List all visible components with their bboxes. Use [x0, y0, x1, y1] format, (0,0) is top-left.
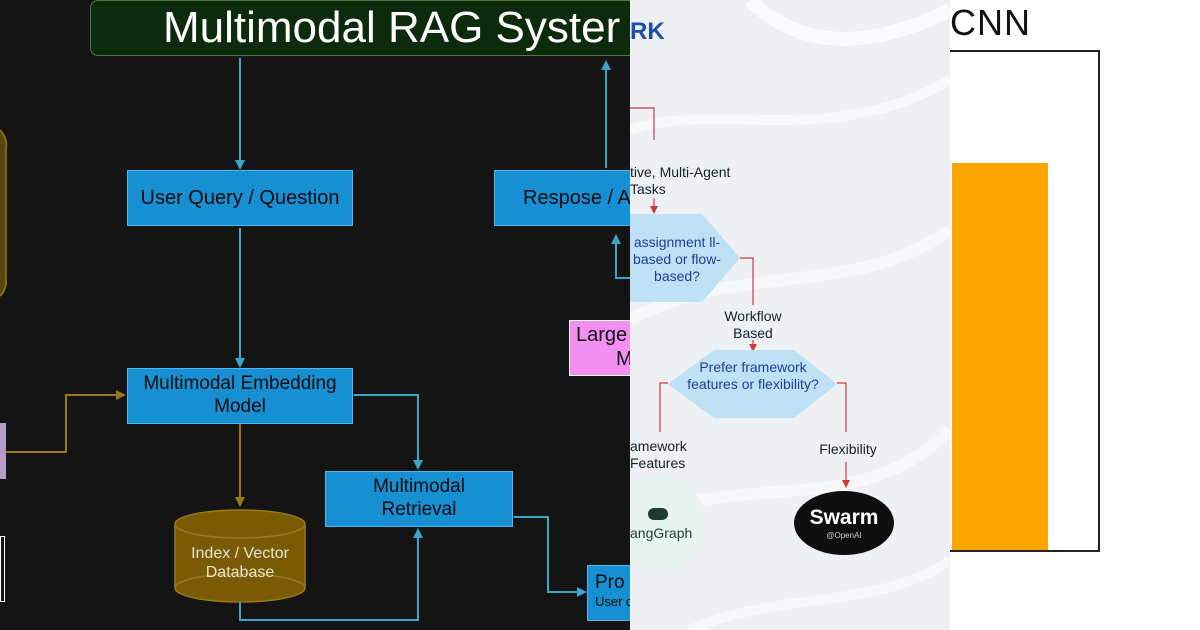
user-query-node: User Query / Question — [127, 170, 353, 226]
cnn-title: CNN — [950, 2, 1031, 43]
cnn-chart-frame — [950, 50, 1100, 552]
langgraph-logo-circle — [630, 476, 706, 572]
swarm-logo-subtext: @OpenAI — [826, 531, 862, 540]
rag-diagram-panel: Multimodal RAG Syster User Query / Quest… — [0, 0, 630, 630]
rag-title-text: Multimodal RAG Syster — [163, 2, 621, 52]
flow-arrow-prefer-to-features — [659, 382, 668, 432]
response-node: Respose / A — [494, 170, 630, 226]
flow-title-fragment: RK — [630, 18, 665, 45]
prompt-node: Pro User q — [587, 565, 630, 621]
swarm-logo-text: Swarm — [809, 506, 879, 529]
llm-label: Large — [576, 324, 628, 346]
flow-arrow-assignment-to-workflow — [740, 257, 754, 305]
left-output-node — [0, 536, 5, 602]
arrow-retrieval-to-prompt — [514, 516, 587, 597]
database-cylinder — [174, 509, 306, 603]
embedding-model-label: Multimodal Embedding Model — [143, 373, 337, 417]
prompt-label: Pro — [595, 572, 625, 593]
workflow-based-label: Workflow Based — [724, 308, 782, 341]
llm-label-line2: Mo — [616, 348, 630, 370]
prompt-sublabel: User q — [595, 594, 630, 609]
arrow-llm-to-response — [611, 234, 630, 279]
rag-title: Multimodal RAG Syster — [90, 0, 630, 56]
response-label: Respose / A — [523, 187, 630, 209]
embedding-model-node: Multimodal Embedding Model — [127, 368, 353, 424]
flow-top-connector — [630, 107, 655, 140]
assignment-decision-diamond — [630, 214, 740, 302]
left-input-node — [0, 423, 6, 479]
database-label-box: Index / Vector Database — [182, 540, 298, 586]
user-query-label: User Query / Question — [140, 187, 340, 209]
arrow-input-to-embedding — [6, 390, 126, 453]
cnn-bar — [952, 163, 1048, 550]
database-label: Index / Vector Database — [191, 544, 289, 581]
prefer-question: Prefer framework features or flexibility… — [687, 359, 819, 392]
llm-node: Large Mo — [569, 320, 630, 376]
retrieval-node: Multimodal Retrieval — [325, 471, 513, 527]
prefer-decision-diamond — [668, 350, 837, 418]
langgraph-label: angGraph — [630, 525, 693, 541]
retrieval-label: Multimodal Retrieval — [373, 476, 465, 520]
cnn-chart-panel: CNN — [950, 0, 1200, 630]
flexibility-label: Flexibility — [819, 441, 877, 457]
arrow-database-to-retrieval — [239, 528, 423, 621]
multi-agent-label: tive, Multi-Agent Tasks — [630, 164, 731, 197]
flowchart-connectors — [630, 107, 894, 572]
left-partial-cylinder — [0, 129, 8, 297]
flow-arrow-prefer-to-flexibility — [837, 382, 847, 432]
framework-features-label: amework Features — [630, 438, 687, 471]
arrow-embedding-to-retrieval — [354, 394, 423, 470]
langgraph-icon — [648, 508, 668, 520]
rag-connectors — [0, 58, 630, 621]
framework-flowchart-panel: RK tive, Multi-Agent Tasks assignment ll… — [630, 0, 950, 630]
swarm-logo-circle — [794, 491, 894, 555]
assignment-question: assignment ll-based or flow-based? — [633, 234, 721, 284]
